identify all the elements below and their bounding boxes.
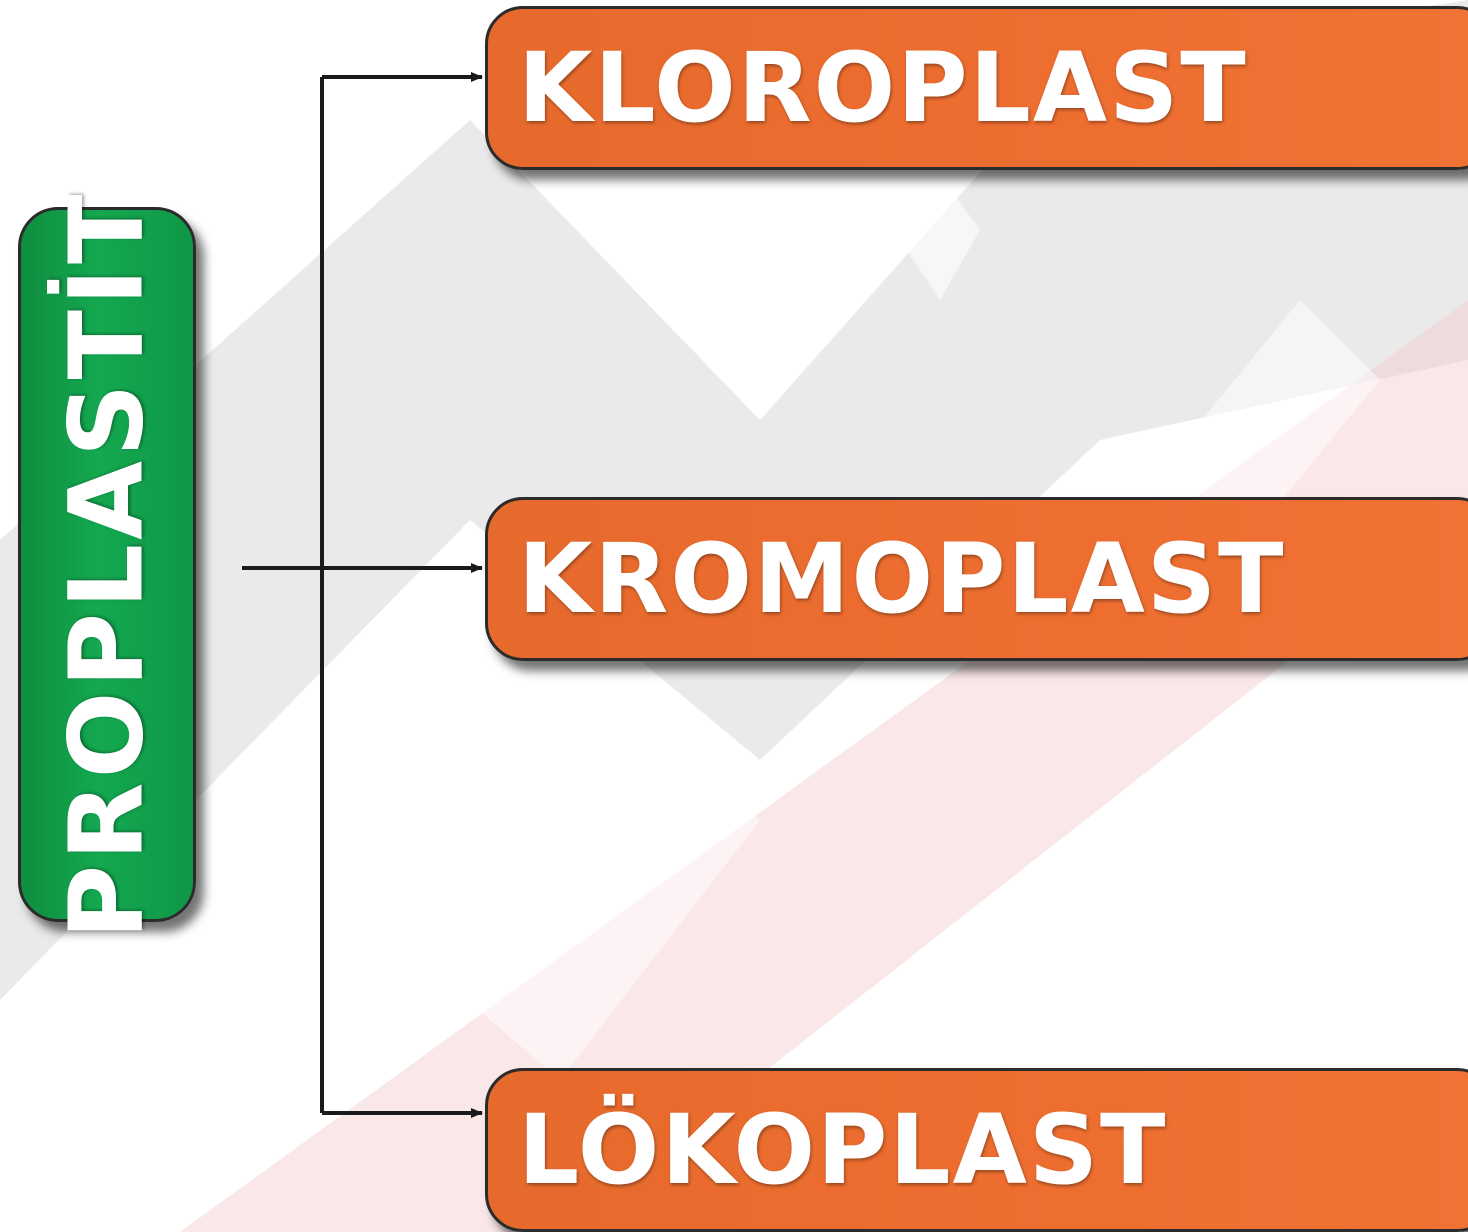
- node-kromoplast-label: KROMOPLAST: [518, 523, 1286, 635]
- node-kloroplast: KLOROPLAST: [485, 6, 1468, 170]
- node-lokoplast-label: LÖKOPLAST: [518, 1094, 1168, 1206]
- node-kloroplast-label: KLOROPLAST: [518, 32, 1248, 144]
- node-proplastit: PROPLASTİT: [18, 190, 196, 939]
- node-lokoplast: LÖKOPLAST: [485, 1068, 1468, 1232]
- node-proplastit-label: PROPLASTİT: [47, 189, 167, 940]
- node-kromoplast: KROMOPLAST: [485, 497, 1468, 661]
